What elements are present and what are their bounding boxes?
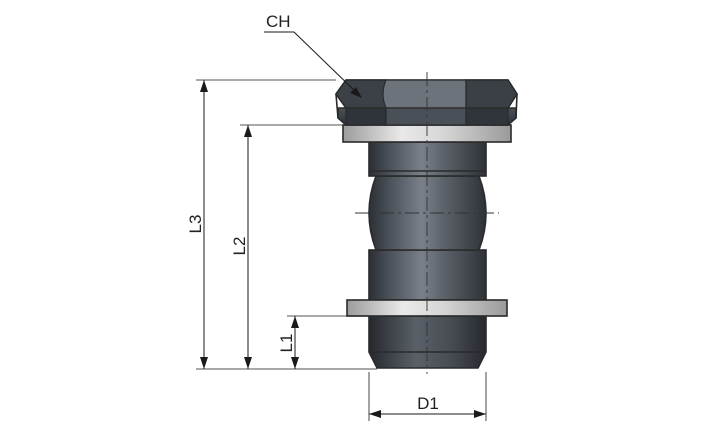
- dimension-l3: L3: [186, 79, 377, 370]
- leader-ch: CH: [264, 12, 362, 98]
- waisted-neck: [368, 175, 487, 251]
- label-d1: D1: [417, 394, 439, 413]
- label-ch: CH: [266, 12, 291, 31]
- label-l1: L1: [277, 334, 296, 353]
- label-l2: L2: [230, 237, 249, 256]
- lower-cylinder: [368, 249, 487, 301]
- hex-nut: [335, 79, 518, 126]
- dimension-l2: L2: [230, 124, 343, 369]
- dimension-d1: D1: [368, 372, 487, 421]
- bottom-tip: [368, 315, 487, 369]
- connector-body: [335, 72, 518, 374]
- dimension-l1: L1: [277, 315, 369, 369]
- label-l3: L3: [186, 215, 205, 234]
